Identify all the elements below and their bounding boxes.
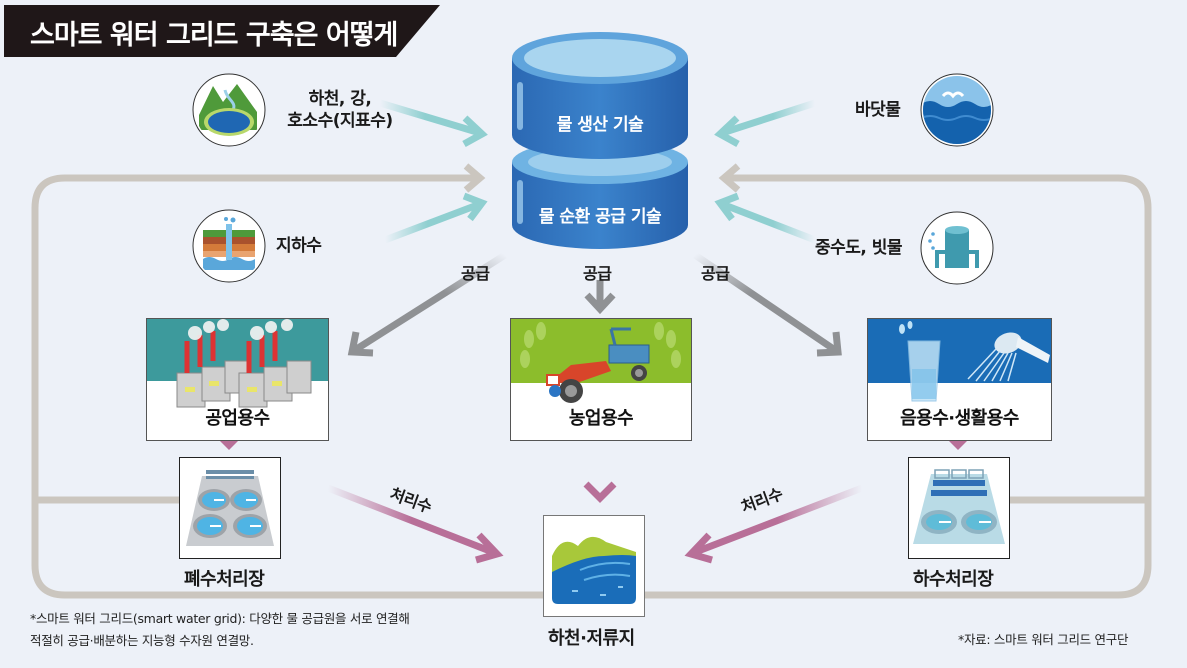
arrow-groundwater <box>383 200 482 244</box>
title-banner-shape <box>4 5 440 57</box>
use-label-agricultural: 농업용수 <box>568 408 634 429</box>
loop-arrowhead-left <box>463 163 486 193</box>
arrowhead-treated-from-wastewater <box>475 532 504 564</box>
supply-label-agricultural: 공급 <box>583 264 612 283</box>
use-label-industrial: 공업용수 <box>205 408 270 429</box>
arrow-supply-industrial <box>353 252 507 353</box>
sewage-plant-icon <box>908 457 1010 559</box>
use-card-domestic: 음용수·생활용수 <box>867 318 1052 441</box>
river-icon <box>543 515 645 617</box>
circulation-tech-label: 물 순환 공급 기술 <box>538 207 662 227</box>
arrow-seawater <box>720 99 817 137</box>
arrowhead-treated-from-sewage <box>684 532 713 564</box>
arrow-domestic-to-sewage <box>948 440 968 450</box>
arrow-treated-from-wastewater <box>326 484 497 557</box>
arrowhead-agricultural-to-river <box>583 481 617 503</box>
arrowhead-supply-agricultural <box>584 292 616 315</box>
supply-label-industrial: 공급 <box>461 264 490 283</box>
destination-label: 하천·저류지 <box>548 628 635 649</box>
footnote-line2: 적절히 공급·배분하는 지능형 수자원 연결망. <box>30 633 254 648</box>
use-label-domestic: 음용수·생활용수 <box>900 408 1019 429</box>
glass-shower-icon <box>868 319 1051 402</box>
source-label-surface-line1: 하천, 강, <box>308 89 372 109</box>
plant-label-sewage: 하수처리장 <box>913 569 994 590</box>
mountain-lake-icon <box>192 73 266 147</box>
core-technology-drum <box>512 32 688 249</box>
recycle-loop <box>31 174 1152 599</box>
loop-arrowhead-right <box>718 163 741 193</box>
arrow-reuse-water <box>720 200 817 244</box>
footnote: *스마트 워터 그리드(smart water grid): 다양한 물 공급원… <box>30 608 410 652</box>
arrow-treated-from-sewage <box>691 484 864 557</box>
arrowhead-reuse-water <box>714 192 740 222</box>
source-label-ground: 지하수 <box>276 236 322 256</box>
source-label-surface-line2: 호소수(지표수) <box>287 111 393 131</box>
source-label-surface: 하천, 강, 호소수(지표수) <box>280 88 400 132</box>
use-card-agricultural: 농업용수 <box>510 318 692 441</box>
treated-arrows <box>326 448 864 564</box>
title-bar: 스마트 워터 그리드 구축은 어떻게 <box>4 5 440 57</box>
water-tank-icon <box>920 211 994 285</box>
source-arrows <box>378 99 817 244</box>
loop-right <box>644 174 1152 599</box>
supply-arrows <box>347 252 842 357</box>
supply-label-domestic: 공급 <box>701 264 730 283</box>
arrow-supply-domestic <box>693 252 837 353</box>
plant-label-wastewater: 폐수처리장 <box>184 569 265 590</box>
groundwater-icon <box>192 209 266 283</box>
arrow-industrial-to-wastewater <box>219 440 239 450</box>
loop-left <box>31 174 545 599</box>
use-card-industrial: 공업용수 <box>146 318 329 441</box>
arrowhead-supply-domestic <box>816 331 842 357</box>
arrowhead-seawater <box>714 115 740 148</box>
source-label-sea: 바닷물 <box>855 100 901 120</box>
tiller-icon <box>511 319 691 403</box>
arrowhead-surface-water <box>462 115 488 148</box>
production-tech-label: 물 생산 기술 <box>556 115 644 135</box>
sea-seagull-icon <box>920 73 994 147</box>
arrowhead-groundwater <box>462 192 488 222</box>
page-title: 스마트 워터 그리드 구축은 어떻게 <box>30 20 398 51</box>
footnote-line1: *스마트 워터 그리드(smart water grid): 다양한 물 공급원… <box>30 611 410 626</box>
source-credit: *자료: 스마트 워터 그리드 연구단 <box>958 632 1129 647</box>
factory-icon <box>147 319 328 408</box>
wastewater-plant-icon <box>179 457 281 559</box>
source-label-reuse: 중수도, 빗물 <box>815 238 903 258</box>
arrowhead-supply-industrial <box>347 331 374 357</box>
arrow-surface-water <box>378 99 482 137</box>
